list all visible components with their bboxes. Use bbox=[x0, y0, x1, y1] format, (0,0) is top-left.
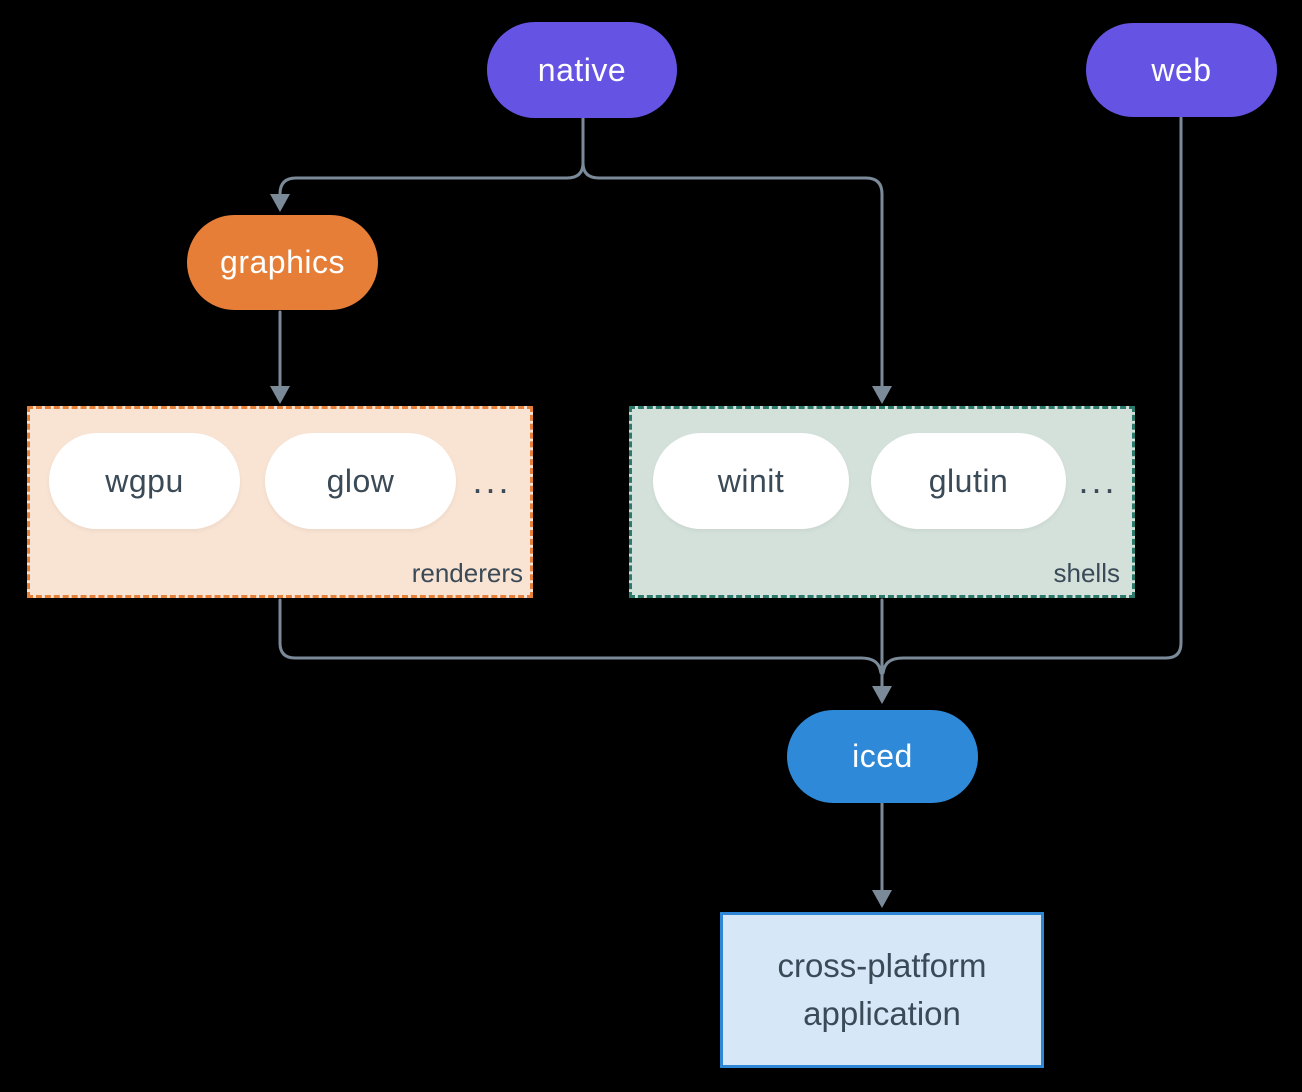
node-native-label: native bbox=[537, 51, 627, 88]
node-application: cross-platform application bbox=[720, 912, 1044, 1068]
node-winit-label: winit bbox=[717, 462, 785, 499]
application-label-line2: application bbox=[803, 995, 961, 1032]
node-wgpu: wgpu bbox=[49, 433, 240, 529]
node-graphics: graphics bbox=[187, 215, 378, 310]
edge-native-to-graphics bbox=[278, 115, 585, 200]
renderers-ellipsis: ... bbox=[472, 460, 512, 501]
shells-group-label: shells bbox=[1053, 558, 1120, 588]
shells-ellipsis: ... bbox=[1078, 460, 1118, 501]
node-native: native bbox=[487, 22, 677, 118]
edge-native-to-shells bbox=[581, 115, 884, 392]
node-web: web bbox=[1086, 23, 1277, 117]
edge-web-to-junction bbox=[881, 116, 1183, 675]
node-graphics-label: graphics bbox=[220, 244, 345, 280]
node-wgpu-label: wgpu bbox=[105, 462, 184, 499]
renderers-group-label: renderers bbox=[411, 558, 523, 588]
node-glutin: glutin bbox=[871, 433, 1066, 529]
node-web-label: web bbox=[1151, 51, 1212, 88]
arrowhead-application bbox=[872, 890, 892, 908]
node-iced-label: iced bbox=[852, 738, 913, 774]
application-label-line1: cross-platform bbox=[777, 947, 987, 985]
node-glow-label: glow bbox=[326, 462, 395, 499]
node-winit: winit bbox=[653, 433, 849, 529]
node-glow: glow bbox=[265, 433, 456, 529]
node-glutin-label: glutin bbox=[928, 462, 1009, 499]
edge-renderers-to-junction bbox=[278, 598, 883, 675]
arrowhead-renderers bbox=[270, 386, 290, 404]
arrowhead-graphics bbox=[270, 194, 290, 212]
node-iced: iced bbox=[787, 710, 978, 803]
arrowhead-shells bbox=[872, 386, 892, 404]
arrowhead-iced bbox=[872, 686, 892, 704]
